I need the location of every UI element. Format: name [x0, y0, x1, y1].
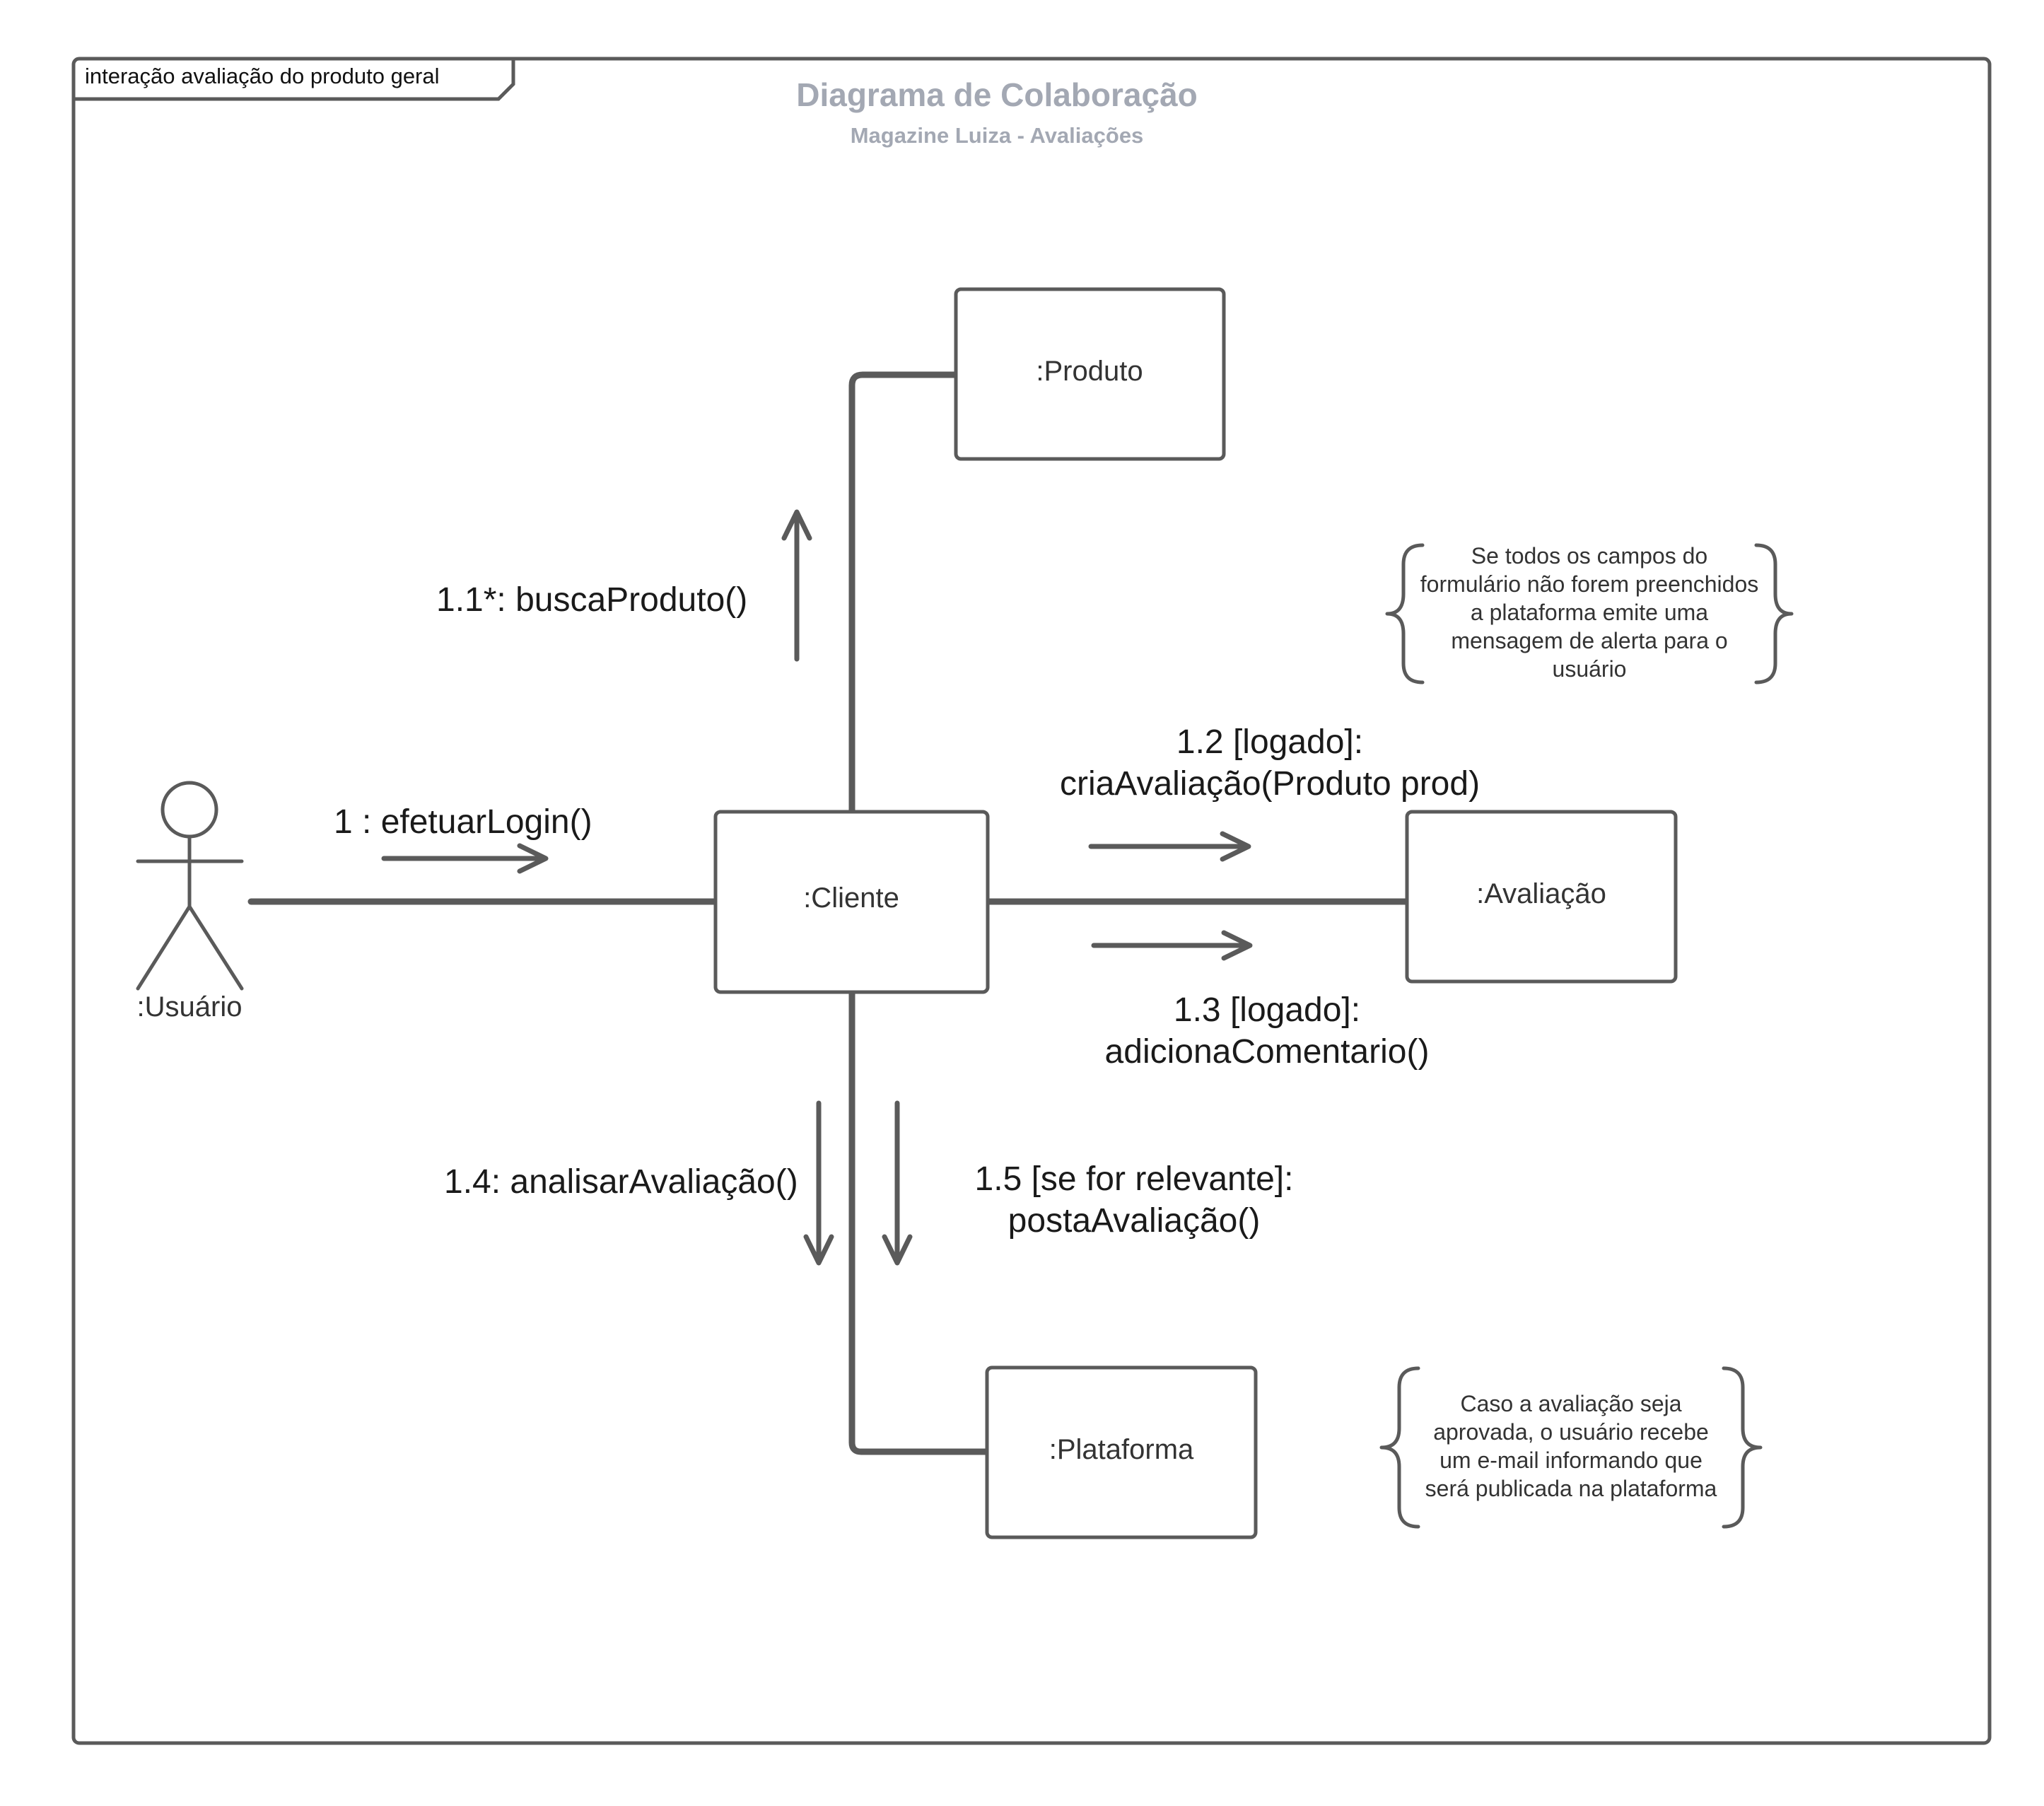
message-1-5-label-line2: postaAvaliação() — [1008, 1202, 1261, 1240]
object-produto-label: :Produto — [1036, 356, 1143, 387]
note-aprovacao-left-brace — [1379, 1366, 1420, 1529]
message-1-3-label-line2: adicionaComentario() — [1105, 1033, 1430, 1071]
note-formulario-line: usuário — [1553, 656, 1627, 682]
message-1-3-arrow — [1091, 930, 1253, 961]
note-aprovacao-right-brace — [1722, 1366, 1763, 1529]
note-aprovacao: Caso a avaliação seja aprovada, o usuári… — [1379, 1366, 1763, 1529]
link-cliente-plataforma — [848, 989, 991, 1455]
note-aprovacao-line: será publicada na plataforma — [1425, 1476, 1717, 1501]
note-formulario-left-brace — [1385, 543, 1425, 684]
link-cliente-produto — [848, 371, 959, 817]
message-1-2-label-line1: 1.2 [logado]: — [1176, 723, 1363, 761]
message-1-2-label-line2: criaAvaliação(Produto prod) — [1060, 765, 1480, 803]
message-1-4-label: 1.4: analisarAvaliação() — [444, 1163, 798, 1201]
object-produto[interactable]: :Produto — [954, 287, 1226, 461]
object-avaliacao-label: :Avaliação — [1476, 878, 1606, 909]
diagram-subtitle: Magazine Luiza - Avaliações — [851, 123, 1144, 148]
message-1-4-arrow — [803, 1100, 834, 1266]
note-formulario-line: mensagem de alerta para o — [1451, 628, 1727, 653]
note-formulario-line: Se todos os campos do — [1471, 543, 1707, 569]
frame-tag-pentagon — [74, 59, 515, 101]
object-plataforma[interactable]: :Plataforma — [985, 1365, 1258, 1539]
message-1-5-arrow — [882, 1100, 913, 1266]
message-1-2-arrow — [1088, 831, 1251, 862]
object-avaliacao[interactable]: :Avaliação — [1405, 810, 1678, 984]
message-1-label: 1 : efetuarLogin() — [334, 803, 592, 841]
note-aprovacao-line: um e-mail informando que — [1439, 1447, 1703, 1473]
note-aprovacao-line: aprovada, o usuário recebe — [1433, 1419, 1709, 1445]
message-1-3-label-line1: 1.3 [logado]: — [1174, 991, 1360, 1029]
diagram-frame — [71, 57, 1992, 1745]
actor-usuario[interactable]: :Usuário — [136, 781, 244, 1023]
note-formulario-line: formulário não forem preenchidos — [1420, 571, 1758, 597]
message-1-1-arrow — [781, 509, 812, 662]
note-aprovacao-line: Caso a avaliação seja — [1460, 1391, 1681, 1416]
note-formulario-line: a plataforma emite uma — [1471, 600, 1708, 625]
frame-tag: interação avaliação do produto geral — [85, 64, 440, 88]
actor-usuario-label: :Usuário — [137, 991, 243, 1023]
note-formulario-right-brace — [1754, 543, 1794, 684]
object-cliente[interactable]: :Cliente — [713, 810, 990, 994]
object-cliente-label: :Cliente — [803, 882, 899, 914]
object-plataforma-label: :Plataforma — [1049, 1434, 1194, 1465]
message-1-arrow — [381, 843, 549, 874]
diagram-title: Diagrama de Colaboração — [796, 76, 1198, 113]
message-1-1-label: 1.1*: buscaProduto() — [436, 581, 747, 619]
message-1-5-label-line1: 1.5 [se for relevante]: — [975, 1160, 1294, 1198]
note-formulario: Se todos os campos do formulário não for… — [1385, 543, 1794, 684]
